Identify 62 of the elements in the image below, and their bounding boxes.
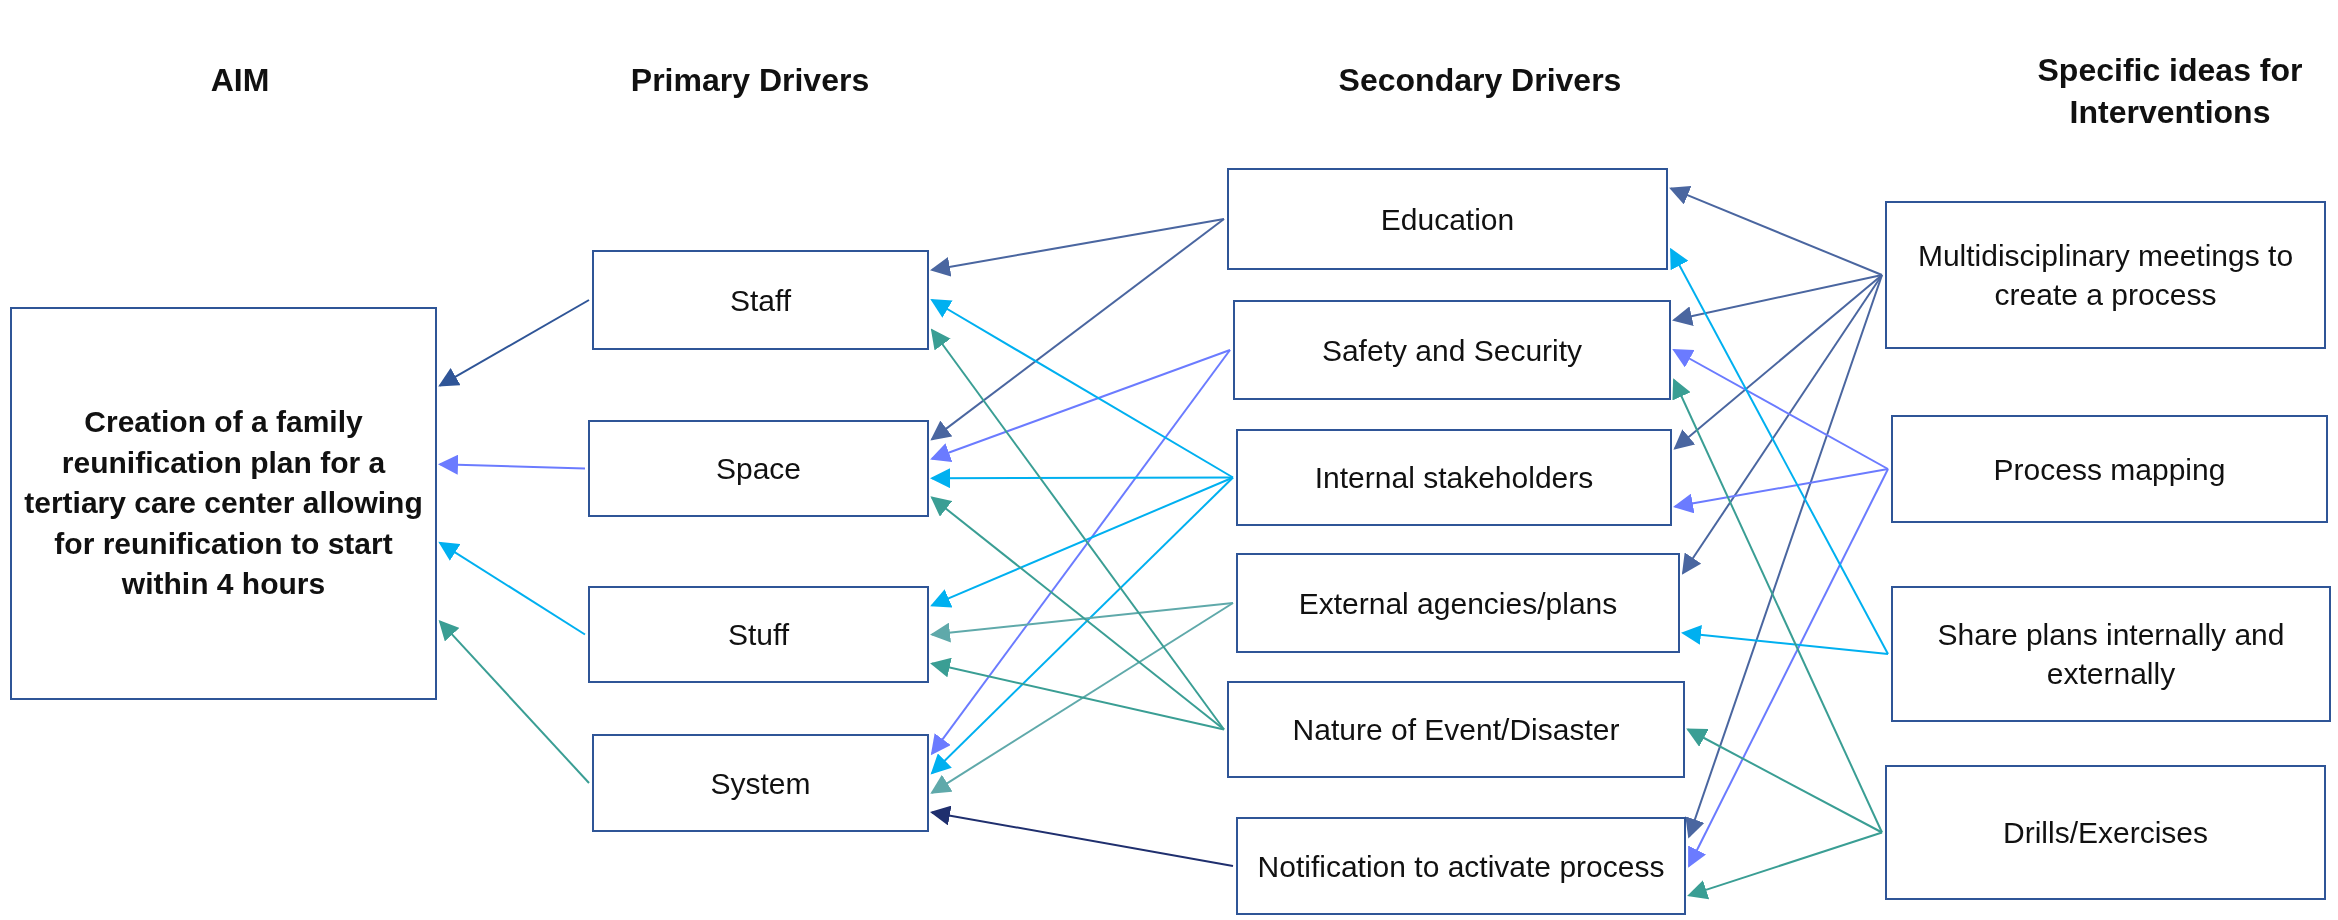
arrow — [1670, 247, 1889, 655]
driver-label: Safety and Security — [1321, 332, 1583, 369]
driver-label: Internal stakeholders — [1314, 460, 1594, 496]
box — [1227, 681, 1685, 778]
box — [1891, 586, 2331, 722]
arrow — [438, 541, 586, 636]
column-heading: Primary Drivers — [629, 61, 871, 100]
box — [1236, 429, 1672, 526]
box — [1227, 168, 1668, 270]
driver-label: Staff — [729, 282, 792, 319]
arrow — [930, 805, 1234, 867]
arrow — [930, 476, 1234, 608]
driver-label: Multidisciplinary meetings to create a process — [1916, 238, 2295, 313]
box — [1885, 765, 2326, 900]
box — [588, 420, 929, 517]
arrow — [438, 454, 586, 475]
arrow — [1686, 728, 1883, 834]
driver-label: System — [710, 765, 811, 802]
driver-label: Nature of Event/Disaster — [1292, 712, 1620, 748]
arrow — [1687, 831, 1883, 900]
driver-label: External agencies/plans — [1298, 585, 1618, 622]
column-heading: Specific ideas for Interventions — [2036, 51, 2304, 132]
arrow — [1672, 274, 1883, 326]
arrow — [1672, 378, 1883, 834]
arrow — [1681, 624, 1889, 655]
box — [1891, 415, 2328, 523]
arrow — [1681, 274, 1883, 575]
box — [592, 734, 929, 832]
arrow — [1685, 274, 1883, 839]
driver-label: Stuff — [727, 617, 790, 653]
box — [1236, 817, 1686, 915]
arrow — [1672, 349, 1889, 470]
arrow — [1673, 274, 1883, 450]
arrow — [930, 218, 1225, 441]
box — [1236, 553, 1680, 653]
arrow — [930, 657, 1225, 731]
arrow — [438, 619, 590, 784]
arrow — [930, 602, 1234, 794]
box — [1885, 201, 2326, 349]
driver-label: Drills/Exercises — [2003, 815, 2208, 851]
box — [592, 250, 929, 350]
arrow — [1688, 468, 1889, 868]
box — [10, 307, 437, 700]
arrow — [930, 476, 1234, 775]
arrow — [438, 299, 590, 387]
driver-label: Notification to activate process — [1257, 848, 1665, 885]
arrow — [930, 349, 1231, 462]
aim-text: Creation of a family reunification plan for a tertiary care center allowing for reunification to start within 4 hours — [23, 404, 424, 603]
box — [1233, 300, 1671, 400]
arrow — [930, 602, 1234, 643]
driver-label: Space — [715, 451, 802, 487]
column-heading: Secondary Drivers — [1337, 61, 1623, 100]
driver-label: Process mapping — [1993, 451, 2226, 488]
box — [588, 586, 929, 683]
arrow — [930, 496, 1225, 731]
column-heading: AIM — [209, 61, 271, 100]
arrow — [930, 299, 1234, 479]
driver-label: Share plans internally and externally — [1936, 617, 2286, 692]
arrow — [1673, 468, 1889, 514]
driver-label: Education — [1380, 201, 1515, 238]
arrow — [1669, 186, 1883, 276]
arrow — [930, 218, 1225, 277]
